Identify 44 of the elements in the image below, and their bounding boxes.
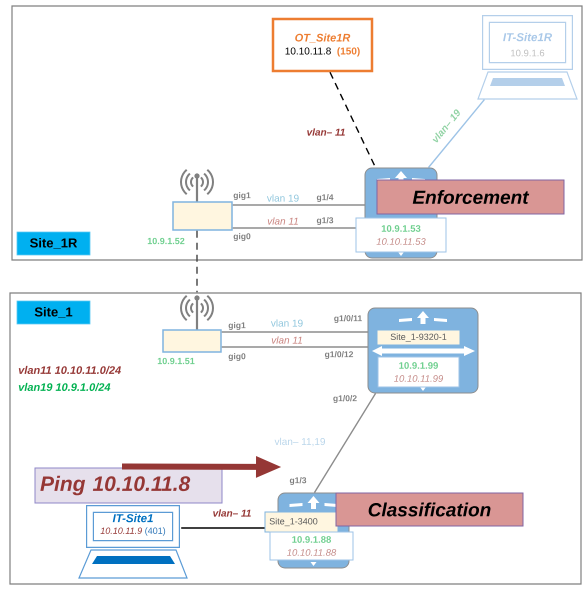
connection-line [222, 331, 368, 333]
connection-line [329, 72, 376, 168]
callout-box: Enforcement [376, 180, 564, 214]
connection-line [181, 527, 264, 529]
device-label: Site_1-3400 [264, 512, 338, 532]
ip-address-box: 10.9.1.88 10.10.11.88 [270, 532, 354, 560]
device-label: Site_1-9320-1 [376, 330, 460, 346]
connection-line [196, 230, 198, 292]
port-label: g1/3 [290, 477, 306, 485]
connection-line [232, 227, 356, 229]
port-label: g1/4 [316, 194, 334, 202]
port-label: g1/0/2 [333, 395, 357, 403]
edge-label: vlan– 11 [306, 127, 346, 137]
connection-line [222, 346, 368, 348]
port-label: gig0 [234, 233, 250, 241]
edge-label: vlan 19 [270, 318, 304, 328]
subnet-label: vlan11 10.10.11.0/24 [18, 366, 121, 374]
port-label: gig1 [228, 322, 246, 330]
connection-line [428, 99, 485, 168]
site-label: Site_1 [16, 300, 90, 324]
device-box: OT_Site1R 10.10.11.8 (150) [272, 18, 374, 72]
callout-box: Classification [336, 492, 524, 526]
connection-line [314, 393, 376, 493]
port-label: g1/3 [316, 217, 334, 225]
port-label: gig1 [234, 192, 250, 200]
edge-label: vlan 19 [266, 193, 300, 203]
ip-address-box: 10.9.1.53 10.10.11.53 [356, 218, 446, 252]
ip-address-box: 10.9.1.99 10.10.11.99 [378, 356, 460, 388]
port-label: g1/0/12 [324, 351, 354, 359]
edge-label: vlan 11 [270, 335, 304, 345]
edge-label: vlan– 11,19 [274, 436, 326, 448]
ip-address-label: 10.9.1.6 [511, 50, 544, 56]
port-label: gig0 [228, 353, 246, 361]
device-name: IT-Site1 [112, 514, 153, 522]
edge-label: vlan– 11 [212, 508, 252, 518]
ip-address-label: 10.10.11.9 (401) [100, 527, 166, 536]
subnet-label: vlan19 10.9.1.0/24 [18, 382, 110, 392]
device-name: IT-Site1R [503, 32, 552, 42]
ip-address: 10.9.1.51 [158, 358, 194, 364]
ip-address: 10.9.1.52 [148, 238, 184, 244]
callout-box: Ping 10.10.11.8 [34, 468, 222, 504]
connection-line [232, 204, 364, 206]
edge-label: vlan 11 [266, 216, 300, 226]
site-label: Site_1R [16, 232, 90, 256]
